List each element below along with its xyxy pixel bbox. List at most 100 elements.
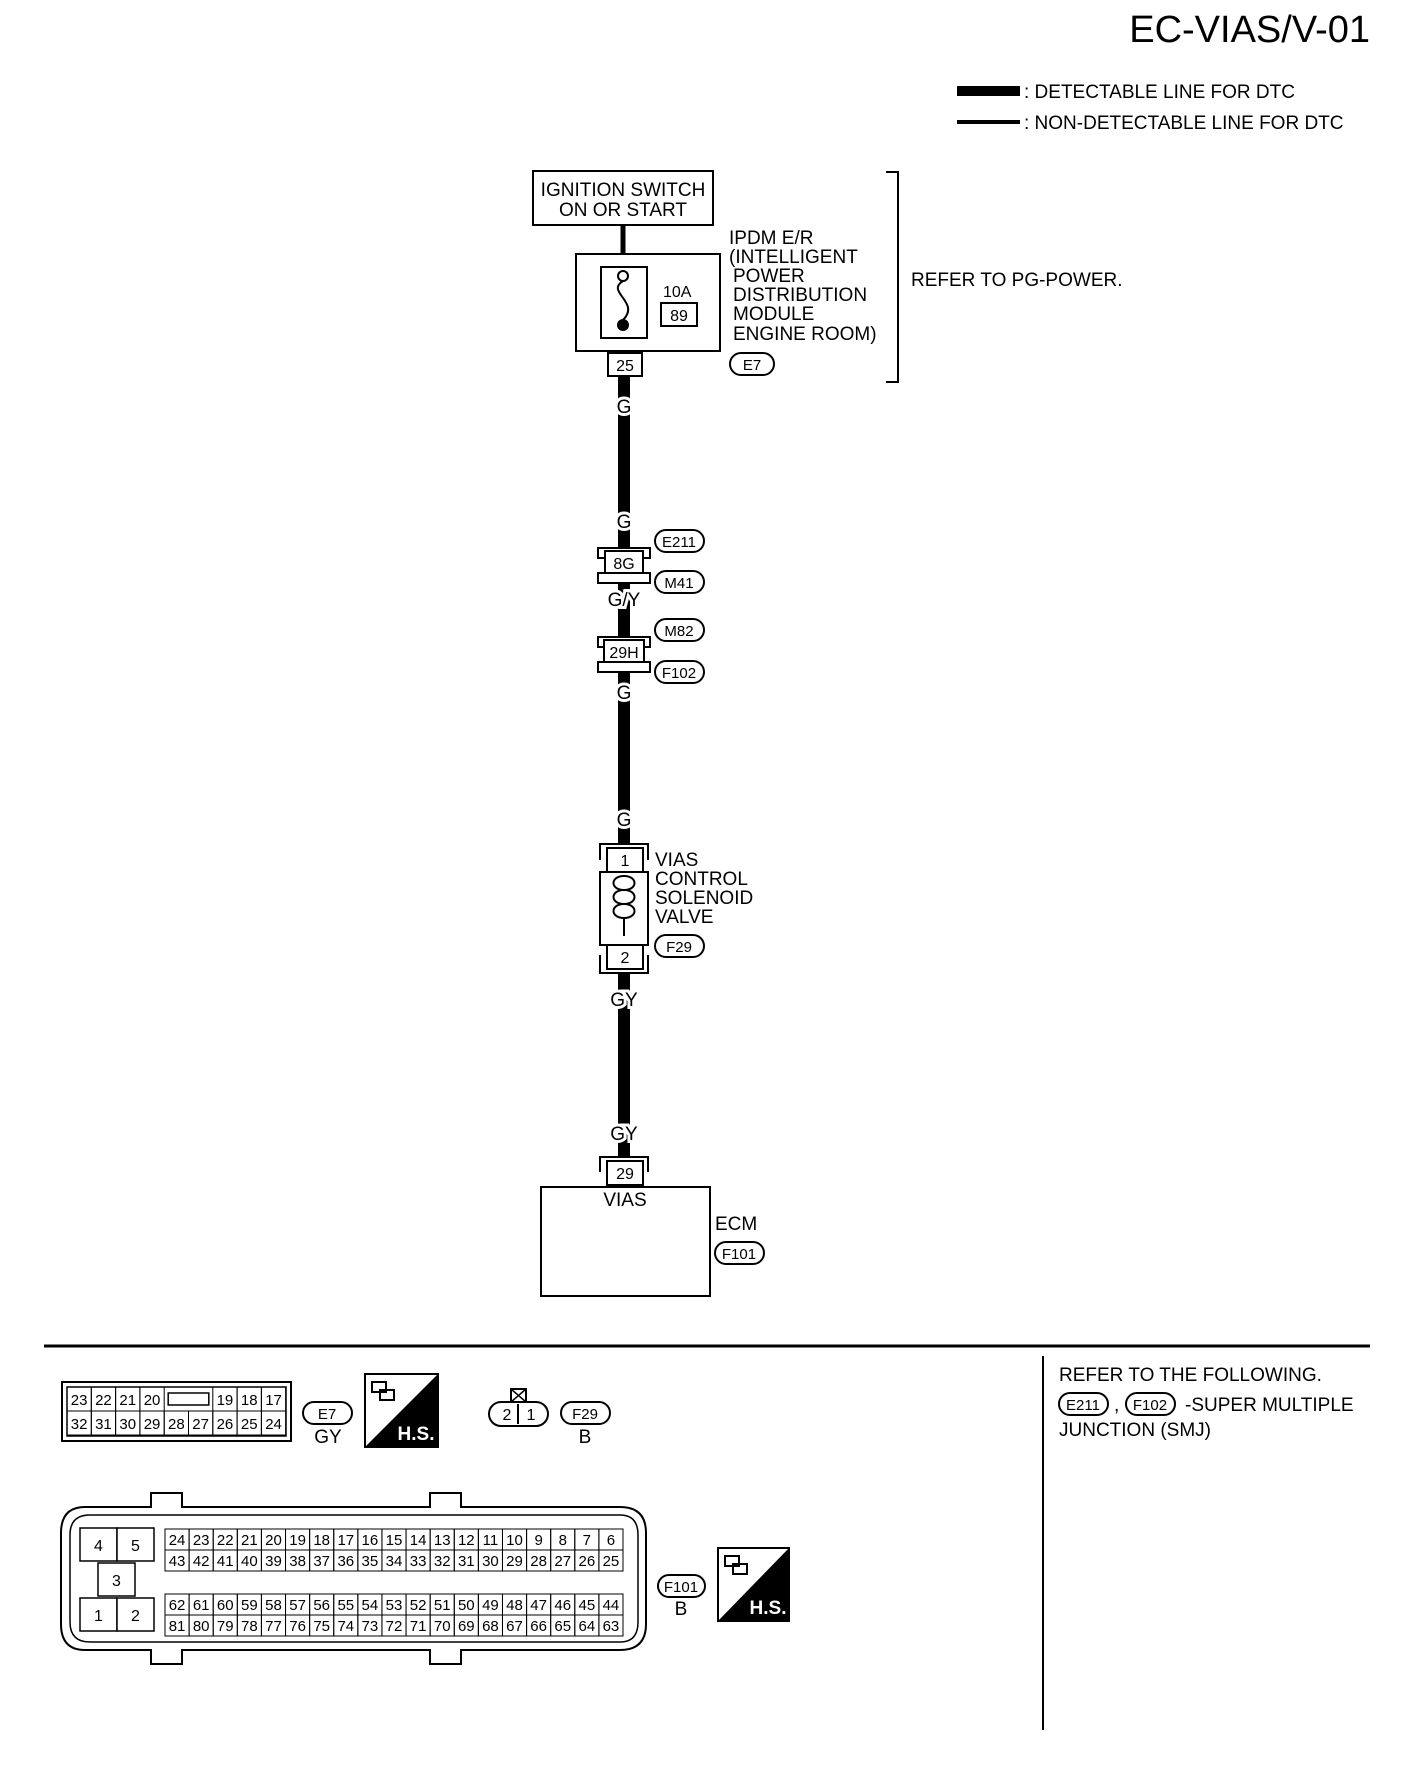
f101-pin: 43 <box>169 1553 186 1570</box>
f101-pin: 52 <box>410 1597 427 1614</box>
ecm: 29 VIAS ECM F101 <box>540 1156 765 1297</box>
f101-pin: 15 <box>386 1532 403 1549</box>
f101-pin: 57 <box>289 1597 306 1614</box>
legend-non-detectable: : NON-DETECTABLE LINE FOR DTC <box>1024 113 1344 134</box>
f101-pin: 73 <box>362 1618 379 1635</box>
e7-face-connector: E7 <box>318 1406 336 1423</box>
wire-label-gy-4b: GY <box>610 1124 638 1145</box>
hs-label-2: H.S. <box>750 1598 787 1619</box>
connector-m82-label: M82 <box>664 623 693 640</box>
f101-pin: 9 <box>534 1532 542 1549</box>
refer-sep: , <box>1114 1395 1119 1416</box>
e7-pin: 32 <box>71 1416 88 1433</box>
f101-pin: 37 <box>313 1553 330 1570</box>
page-title: EC-VIAS/V-01 <box>1129 9 1370 51</box>
f101-pin: 36 <box>337 1553 354 1570</box>
junction2-terminal: 29H <box>609 645 638 662</box>
f101-pin: 21 <box>241 1532 258 1549</box>
f101-pin: 32 <box>434 1553 451 1570</box>
ipdm-module: 10A 89 25 IPDM E/R (INTELLIGENT POWER DI… <box>575 228 877 377</box>
f101-pin: 27 <box>554 1553 571 1570</box>
refer-bracket <box>886 171 899 383</box>
f101-pin: 6 <box>607 1532 615 1549</box>
e7-pin: 27 <box>192 1416 209 1433</box>
connector-f29-label: F29 <box>666 939 692 956</box>
solenoid-terminal-1: 1 <box>621 853 630 870</box>
e7-pin: 30 <box>119 1416 136 1433</box>
f101-pin: 75 <box>313 1618 330 1635</box>
e7-pin: 31 <box>95 1416 112 1433</box>
connector-e211-label: E211 <box>662 534 696 551</box>
fuse-number: 89 <box>670 308 688 325</box>
ipdm-label-3: POWER <box>733 266 805 287</box>
ecm-pin-label: VIAS <box>603 1190 646 1211</box>
e7-blank-cavity <box>167 1392 210 1406</box>
refer-line3: JUNCTION (SMJ) <box>1059 1420 1211 1441</box>
f101-pin: 29 <box>506 1553 523 1570</box>
fuse-icon <box>616 280 630 321</box>
e7-pin: 28 <box>168 1416 185 1433</box>
f101-pin: 72 <box>386 1618 403 1635</box>
f101-pin: 17 <box>337 1532 354 1549</box>
f101-pin: 14 <box>410 1532 427 1549</box>
f101-pin: 59 <box>241 1597 258 1614</box>
f101-pin: 31 <box>458 1553 475 1570</box>
f101-pin: 7 <box>583 1532 591 1549</box>
f101-pin: 50 <box>458 1597 475 1614</box>
ipdm-terminal: 25 <box>616 358 634 375</box>
f101-pin: 48 <box>506 1597 523 1614</box>
f101-pin: 60 <box>217 1597 234 1614</box>
wire-label-g-1b: G <box>617 512 632 533</box>
connector-f101-label: F101 <box>722 1246 756 1263</box>
f101-pin: 80 <box>193 1618 210 1635</box>
wire-label-gy: G/Y <box>608 590 641 611</box>
hs-icon: H.S. <box>717 1547 790 1622</box>
junction1-terminal: 8G <box>613 556 634 573</box>
junction-29h: 29H M82 F102 <box>597 618 705 684</box>
ecm-label: ECM <box>715 1214 757 1235</box>
f101-pin: 3 <box>112 1573 121 1590</box>
f101-pin: 23 <box>193 1532 210 1549</box>
f101-pin: 64 <box>578 1618 595 1635</box>
ignition-line2: ON OR START <box>559 200 687 221</box>
fuse-terminal-top <box>617 270 629 282</box>
solenoid-label-2: CONTROL <box>655 869 748 890</box>
f101-pin: 56 <box>313 1597 330 1614</box>
f101-pin: 71 <box>410 1618 427 1635</box>
f101-pin: 8 <box>559 1532 567 1549</box>
f101-pin: 45 <box>578 1597 595 1614</box>
f101-pin: 28 <box>530 1553 547 1570</box>
f101-pin: 46 <box>554 1597 571 1614</box>
e7-face-color: GY <box>314 1427 342 1448</box>
f101-pin: 18 <box>313 1532 330 1549</box>
solenoid-label-3: SOLENOID <box>655 888 753 909</box>
f29-face-color: B <box>579 1427 592 1448</box>
f101-pin: 4 <box>94 1538 103 1555</box>
ipdm-label-1: IPDM E/R <box>729 228 813 249</box>
f101-pin: 77 <box>265 1618 282 1635</box>
ignition-switch: IGNITION SWITCH ON OR START <box>532 170 714 226</box>
refer-line1: REFER TO THE FOLLOWING. <box>1059 1365 1322 1386</box>
f101-pin: 34 <box>386 1553 403 1570</box>
e7-pin: 22 <box>95 1392 112 1409</box>
e7-pin: 20 <box>144 1392 161 1409</box>
f101-pin: 39 <box>265 1553 282 1570</box>
e7-pin: 26 <box>217 1416 234 1433</box>
f101-pin: 68 <box>482 1618 499 1635</box>
f101-face-connector: F101 <box>664 1579 698 1596</box>
wire-label-gy-4a: GY <box>610 990 638 1011</box>
f29-connector-face: 2 1 F29 B <box>488 1388 611 1448</box>
wire-label-g-3a: G <box>617 683 632 704</box>
f101-pin: 66 <box>530 1618 547 1635</box>
solenoid-label-4: VALVE <box>655 907 713 928</box>
e7-pin: 19 <box>217 1392 234 1409</box>
fuse-rating: 10A <box>663 284 692 301</box>
f101-pin: 58 <box>265 1597 282 1614</box>
e7-pin: 18 <box>241 1392 258 1409</box>
f101-pin: 33 <box>410 1553 427 1570</box>
f101-pin: 40 <box>241 1553 258 1570</box>
f101-pin: 16 <box>362 1532 379 1549</box>
f101-pin: 5 <box>131 1538 140 1555</box>
